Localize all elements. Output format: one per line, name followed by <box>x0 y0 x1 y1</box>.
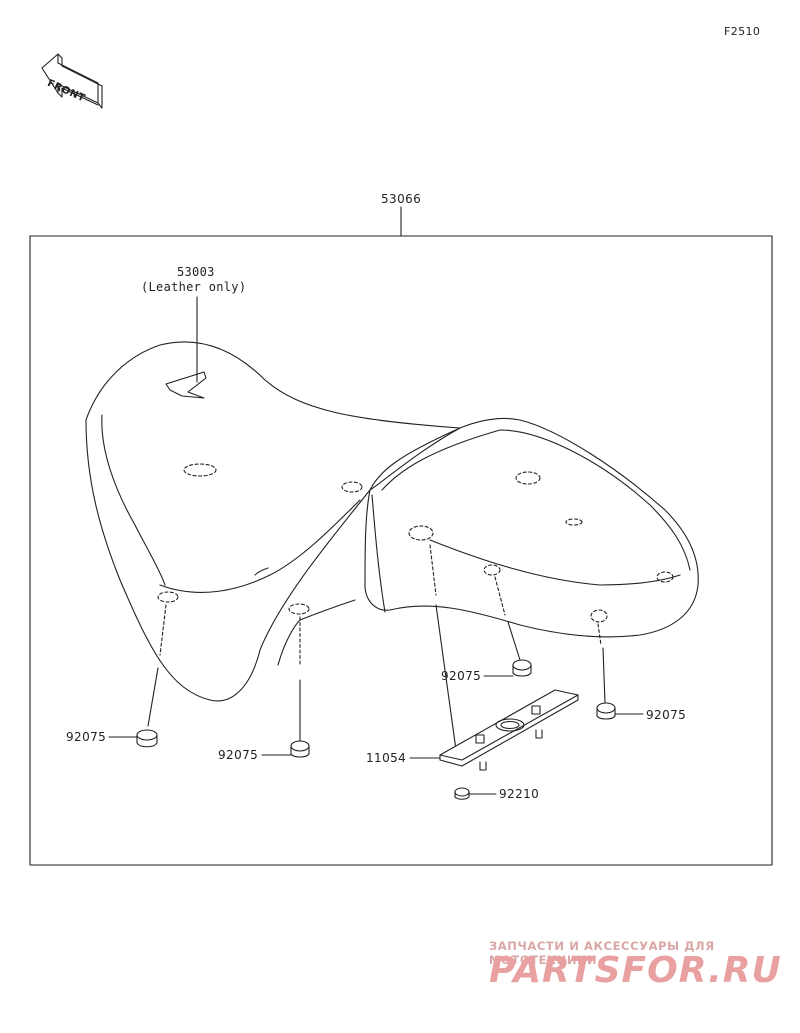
damper-label-rear: 92075 <box>646 708 687 722</box>
damper-icon <box>136 729 158 748</box>
figure-code: F2510 <box>724 25 761 38</box>
grommet-icon <box>454 787 470 800</box>
assembly-frame <box>29 235 773 866</box>
front-arrow-icon <box>41 53 103 109</box>
assembly-part-no: 53066 <box>381 192 422 206</box>
seat-illustration <box>85 341 699 751</box>
cover-part-no: 53003 <box>177 265 215 279</box>
grommet-label: 92210 <box>499 787 540 801</box>
watermark-tagline: ЗАПЧАСТИ И АКСЕССУАРЫ ДЛЯ МОТОТЕХНИКИ <box>489 939 715 967</box>
bracket-icon <box>439 689 579 771</box>
damper-icon <box>290 740 310 758</box>
damper-icon <box>512 659 532 677</box>
damper-icon <box>596 702 616 720</box>
damper-label-front-mid: 92075 <box>218 748 259 762</box>
bracket-label: 11054 <box>366 751 407 765</box>
damper-label-center: 92075 <box>441 669 482 683</box>
watermark-logo: PARTSFOR.RU <box>489 950 782 991</box>
damper-label-front-left: 92075 <box>66 730 107 744</box>
leader-lines <box>108 296 644 795</box>
cover-note: (Leather only) <box>141 280 247 294</box>
